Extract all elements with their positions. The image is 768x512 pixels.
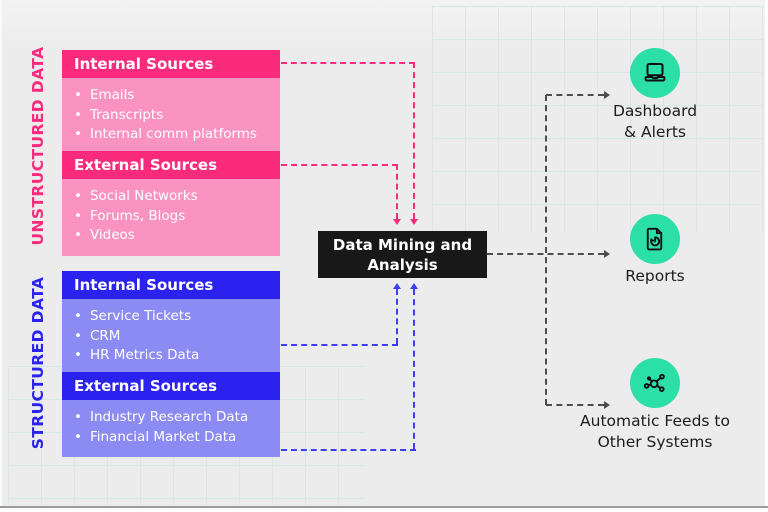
connector-output-bottom-h [546, 404, 604, 406]
source-box-title: External Sources [62, 151, 280, 179]
connector-unstructured-external-v [396, 164, 398, 219]
output-feeds-circle [630, 358, 680, 408]
arrowhead-right-icon [604, 401, 610, 409]
source-item: Videos [74, 226, 268, 246]
report-chart-icon [640, 224, 670, 254]
arrowhead-right-icon [604, 250, 610, 258]
connector-structured-external-v [413, 289, 415, 449]
source-item: CRM [74, 327, 268, 347]
source-item: Emails [74, 86, 268, 106]
source-box-items: Emails Transcripts Internal comm platfor… [62, 78, 280, 155]
output-reports-circle [630, 214, 680, 264]
frame-edge-right [765, 0, 768, 512]
source-box-items: Service Tickets CRM HR Metrics Data [62, 299, 280, 376]
network-icon [640, 368, 670, 398]
source-box-items: Social Networks Forums, Blogs Videos [62, 179, 280, 256]
connector-structured-internal-v [396, 289, 398, 344]
arrowhead-down-icon [393, 219, 401, 225]
connector-structured-internal-h [281, 344, 398, 346]
source-item: Social Networks [74, 187, 268, 207]
unstructured-data-label: UNSTRUCTURED DATA [29, 46, 47, 246]
source-box-unstructured-external: External Sources Social Networks Forums,… [62, 151, 280, 256]
laptop-icon [640, 58, 670, 88]
arrowhead-right-icon [604, 91, 610, 99]
output-dashboard-circle [630, 48, 680, 98]
data-mining-title-line2: Analysis [367, 256, 438, 274]
arrowhead-down-icon [410, 219, 418, 225]
connector-unstructured-external-h [281, 164, 398, 166]
frame-edge-left [0, 0, 2, 512]
output-label-line2: Other Systems [597, 433, 713, 451]
output-label-line1: Dashboard [612, 102, 698, 120]
source-box-unstructured-internal: Internal Sources Emails Transcripts Inte… [62, 50, 280, 155]
source-item: Transcripts [74, 106, 268, 126]
structured-data-label: STRUCTURED DATA [29, 276, 47, 450]
source-item: Industry Research Data [74, 408, 268, 428]
source-item: Forums, Blogs [74, 207, 268, 227]
frame-edge-bottom-line [0, 506, 768, 508]
connector-unstructured-internal-v [413, 62, 415, 219]
source-box-structured-internal: Internal Sources Service Tickets CRM HR … [62, 271, 280, 376]
connector-unstructured-internal-h [281, 62, 415, 64]
source-box-structured-external: External Sources Industry Research Data … [62, 372, 280, 457]
output-label-line2: & Alerts [624, 123, 686, 141]
source-box-title: Internal Sources [62, 50, 280, 78]
output-label-line1: Reports [625, 267, 685, 285]
connector-structured-external-h [281, 449, 416, 451]
output-label-line1: Automatic Feeds to [580, 412, 730, 430]
connector-output-trunk-v [545, 95, 547, 405]
frame-edge-bottom [0, 508, 768, 512]
source-item: Service Tickets [74, 307, 268, 327]
arrowhead-up-icon [410, 283, 418, 289]
connector-output-top-h [546, 94, 604, 96]
data-mining-box: Data Mining and Analysis [318, 231, 487, 278]
source-item: Internal comm platforms [74, 125, 268, 145]
grid-pattern-top-right [432, 6, 763, 232]
output-dashboard-label: Dashboard & Alerts [545, 101, 765, 143]
output-feeds-label: Automatic Feeds to Other Systems [545, 411, 765, 453]
data-mining-title-line1: Data Mining and [332, 236, 473, 254]
source-box-title: External Sources [62, 372, 280, 400]
source-box-items: Industry Research Data Financial Market … [62, 400, 280, 457]
output-reports-label: Reports [545, 266, 765, 287]
source-box-title: Internal Sources [62, 271, 280, 299]
source-item: Financial Market Data [74, 428, 268, 448]
source-item: HR Metrics Data [74, 346, 268, 366]
arrowhead-up-icon [393, 283, 401, 289]
